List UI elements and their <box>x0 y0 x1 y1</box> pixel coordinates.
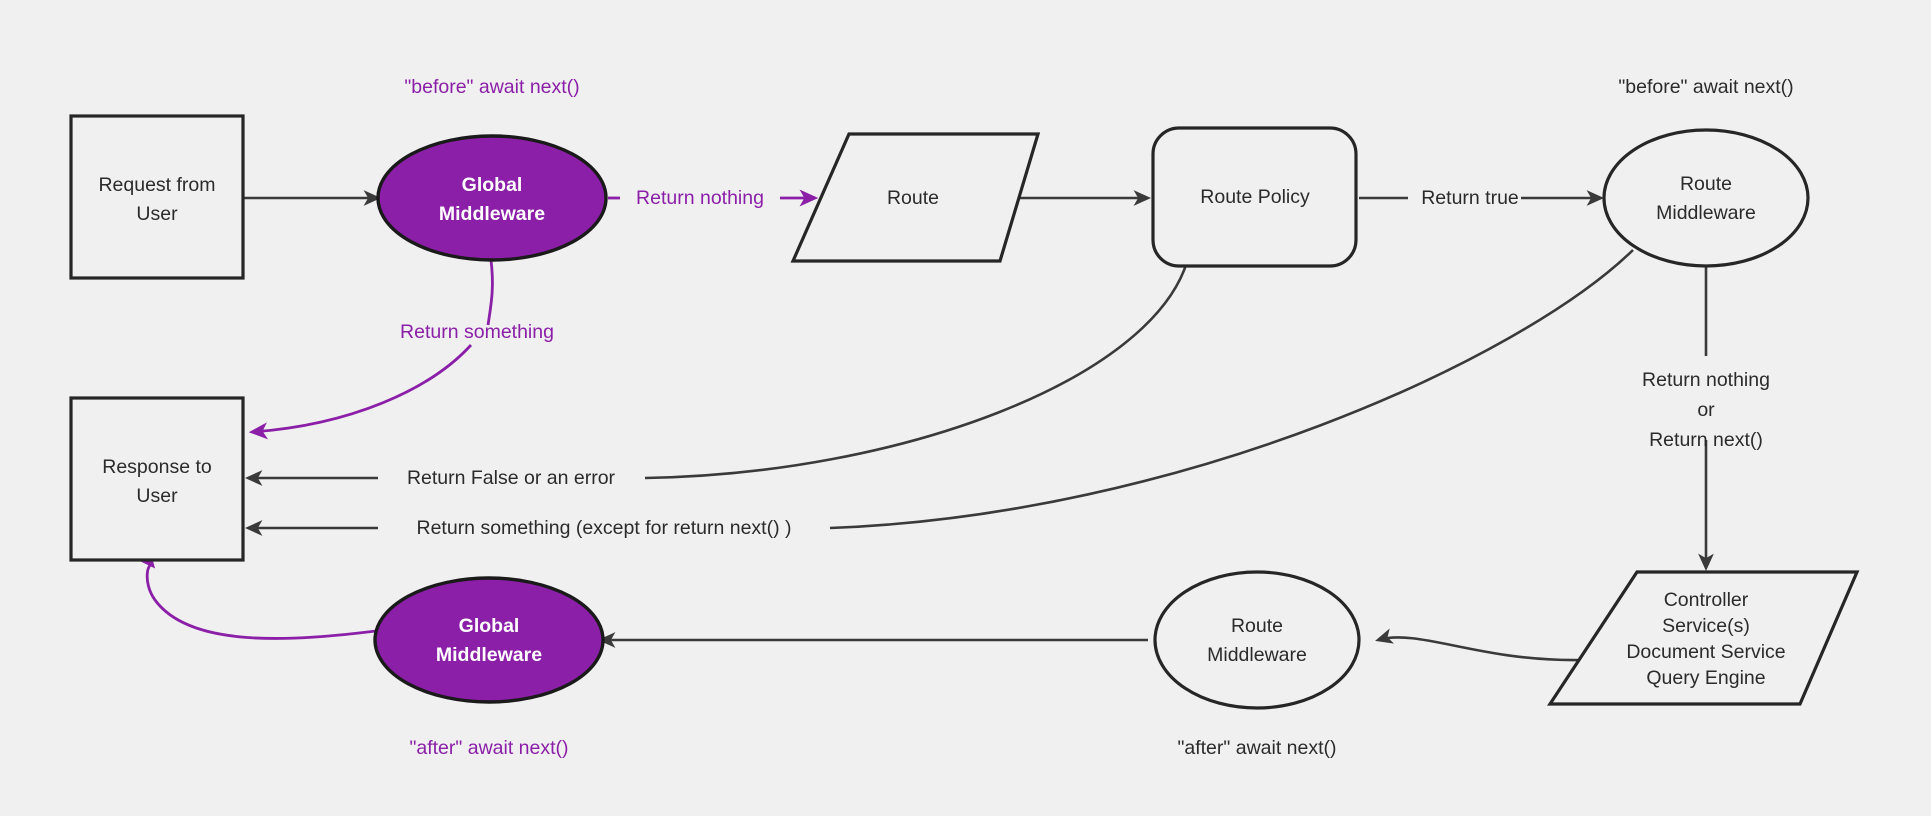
global-middleware-bottom-label-line1: Global <box>459 615 520 637</box>
global-middleware-top-label-line1: Global <box>462 174 523 196</box>
node-global-middleware-bottom[interactable]: Global Middleware <box>373 576 605 704</box>
node-request-from-user[interactable]: Request from User <box>69 114 245 280</box>
edge-label-return-false-or-error: Return False or an error <box>407 467 616 489</box>
route-policy-label: Route Policy <box>1200 186 1310 208</box>
request-from-user-label-line1: Request from <box>98 174 215 196</box>
annotation-after-await-next-route: "after" await next() <box>1177 737 1336 759</box>
route-middleware-bottom-label-line1: Route <box>1231 615 1283 637</box>
response-to-user-label-line2: User <box>136 485 178 507</box>
edge-global-middleware-bottom-to-response <box>136 548 385 640</box>
global-middleware-bottom-label-line2: Middleware <box>436 644 542 666</box>
controller-services-label-line4: Query Engine <box>1646 667 1765 689</box>
route-middleware-top-label-line1: Route <box>1680 173 1732 195</box>
global-middleware-top-label-line2: Middleware <box>439 203 545 225</box>
annotation-after-await-next-global: "after" await next() <box>409 737 568 759</box>
request-from-user-label-line2: User <box>136 203 178 225</box>
controller-services-label-line2: Service(s) <box>1662 615 1750 637</box>
edge-route-middleware-to-response <box>829 249 1634 530</box>
edge-label-return-nothing-or-next-line1: Return nothing <box>1642 369 1770 391</box>
route-middleware-top-label-line2: Middleware <box>1656 202 1756 224</box>
edge-label-return-nothing-or-next-line3: Return next() <box>1649 429 1763 451</box>
node-route-policy[interactable]: Route Policy <box>1151 126 1358 268</box>
route-middleware-bottom-label-line2: Middleware <box>1207 644 1307 666</box>
edge-controller-to-route-middleware-bottom <box>1375 628 1583 662</box>
edge-label-return-true: Return true <box>1421 187 1519 209</box>
edge-label-return-something-top: Return something <box>400 321 554 343</box>
route-label: Route <box>887 187 939 209</box>
edge-label-return-nothing-or-next-line2: or <box>1697 399 1715 421</box>
edge-global-middleware-return-something-lower <box>248 344 473 440</box>
edge-global-middleware-return-something-upper <box>486 259 494 326</box>
node-controller-services[interactable]: Controller Service(s) Document Service Q… <box>1547 570 1860 706</box>
response-to-user-label-line1: Response to <box>102 456 212 478</box>
node-response-to-user[interactable]: Response to User <box>69 396 245 562</box>
node-route-middleware-bottom[interactable]: Route Middleware <box>1153 570 1361 710</box>
node-route-middleware-top[interactable]: Route Middleware <box>1602 128 1810 268</box>
annotation-before-await-next-route: "before" await next() <box>1618 76 1793 98</box>
edge-route-policy-to-response <box>644 261 1189 480</box>
controller-services-label-line3: Document Service <box>1626 641 1785 663</box>
node-global-middleware-top[interactable]: Global Middleware <box>376 134 608 262</box>
edge-label-return-nothing: Return nothing <box>636 187 764 209</box>
controller-services-label-line1: Controller <box>1664 589 1749 611</box>
edge-label-return-something-except: Return something (except for return next… <box>417 517 792 539</box>
annotation-before-await-next-global: "before" await next() <box>404 76 579 98</box>
node-route[interactable]: Route <box>790 132 1041 263</box>
